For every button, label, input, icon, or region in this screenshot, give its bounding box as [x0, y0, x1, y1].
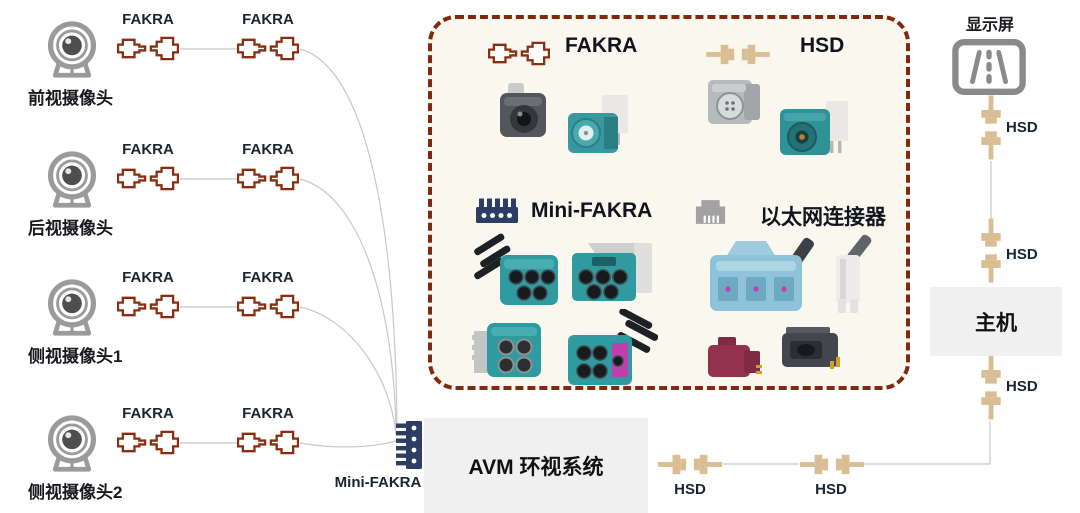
- display-screen-label: 显示屏: [965, 17, 1014, 34]
- legend-hsd-label: HSD: [800, 34, 845, 57]
- fakra-connector-icon: [117, 164, 179, 193]
- hsd-symbol-icon: [704, 42, 772, 67]
- hsd-connector-icon: [978, 219, 1005, 283]
- mini-fakra-photo-1: [474, 233, 558, 305]
- hsd-connector-icon: [978, 96, 1005, 160]
- fakra-connector-icon: [117, 292, 179, 321]
- hsd-label: HSD: [815, 481, 847, 498]
- display-screen-icon: [952, 38, 1026, 96]
- fakra-label: FAKRA: [122, 269, 174, 286]
- ethernet-photo-1: [710, 237, 814, 311]
- camera-row-front: 前视摄像头 FAKRA FAKRA: [0, 0, 440, 118]
- camera-icon: [44, 278, 100, 340]
- hsd-connector-icon: [658, 451, 722, 478]
- fakra-jack-photo: [568, 95, 628, 153]
- fakra-label: FAKRA: [242, 141, 294, 158]
- connector-legend: FAKRA HSD: [428, 15, 910, 390]
- fakra-plug-photo: [500, 83, 546, 137]
- mini-fakra-photo-2: [572, 243, 652, 301]
- fakra-label: FAKRA: [242, 269, 294, 286]
- camera-label: 侧视摄像头1: [28, 347, 123, 366]
- fakra-label: FAKRA: [242, 11, 294, 28]
- fakra-label: FAKRA: [122, 141, 174, 158]
- camera-row-rear: 后视摄像头 FAKRA FAKRA: [0, 130, 440, 248]
- hsd-label: HSD: [1006, 119, 1038, 136]
- camera-icon: [44, 150, 100, 212]
- fakra-connector-icon: [237, 292, 299, 321]
- camera-label: 前视摄像头: [28, 89, 113, 108]
- camera-row-side2: 侧视摄像头2 FAKRA FAKRA: [0, 394, 440, 512]
- fakra-symbol-icon: [488, 39, 550, 68]
- ethernet-photo-2: [836, 234, 872, 313]
- hsd-connector-icon: [978, 356, 1005, 420]
- hsd-jack-photo: [780, 101, 848, 155]
- fakra-connector-icon: [117, 428, 179, 457]
- legend-fakra-label: FAKRA: [565, 34, 638, 57]
- mini-fakra-label: Mini-FAKRA: [334, 474, 422, 491]
- ethernet-symbol-icon: [695, 199, 726, 225]
- hsd-connector-icon: [800, 451, 864, 478]
- hsd-label: HSD: [1006, 378, 1038, 395]
- mini-fakra-connector-icon: [396, 421, 423, 469]
- camera-label: 后视摄像头: [28, 219, 113, 238]
- avm-system-label: AVM 环视系统: [468, 455, 604, 479]
- mini-fakra-photo-4: [568, 309, 658, 385]
- fakra-connector-icon: [237, 34, 299, 63]
- camera-label: 侧视摄像头2: [28, 483, 123, 502]
- ethernet-photo-3: [708, 337, 762, 377]
- hsd-label: HSD: [1006, 246, 1038, 263]
- fakra-label: FAKRA: [122, 11, 174, 28]
- legend-mini-fakra-label: Mini-FAKRA: [531, 199, 653, 222]
- fakra-label: FAKRA: [122, 405, 174, 422]
- mini-fakra-photo-3: [472, 323, 541, 377]
- camera-row-side1: 侧视摄像头1 FAKRA FAKRA: [0, 258, 440, 376]
- hsd-label: HSD: [674, 481, 706, 498]
- fakra-connector-icon: [117, 34, 179, 63]
- hsd-plug-photo: [708, 80, 760, 124]
- host-label: 主机: [975, 311, 1017, 335]
- host-box: 主机: [930, 287, 1062, 356]
- ethernet-photo-4: [782, 327, 840, 369]
- fakra-connector-icon: [237, 164, 299, 193]
- camera-icon: [44, 414, 100, 476]
- fakra-label: FAKRA: [242, 405, 294, 422]
- camera-icon: [44, 20, 100, 82]
- avm-system-box: AVM 环视系统: [424, 418, 648, 513]
- fakra-connector-icon: [237, 428, 299, 457]
- legend-ethernet-label: 以太网连接器: [760, 206, 886, 229]
- mini-fakra-symbol-icon: [476, 197, 518, 226]
